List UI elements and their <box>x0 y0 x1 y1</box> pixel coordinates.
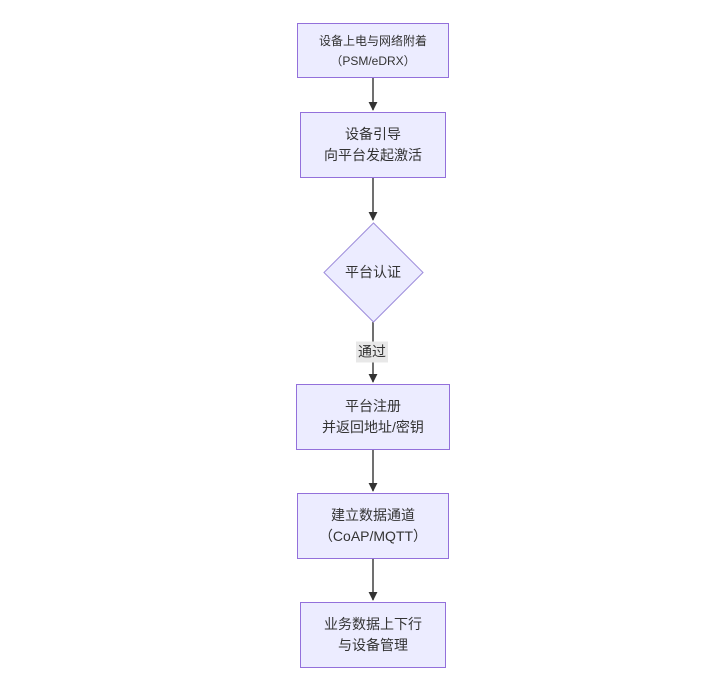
node-text-line: 设备引导 <box>345 126 401 142</box>
node-text-line: 向平台发起激活 <box>324 147 422 163</box>
node-text-line: （CoAP/MQTT） <box>318 528 428 544</box>
node-text-line: 并返回地址/密钥 <box>322 419 424 435</box>
node-text-line: 平台认证 <box>345 264 401 280</box>
flow-node-bootstrap: 设备引导 向平台发起激活 <box>300 112 446 178</box>
node-text-line: 与设备管理 <box>338 637 408 653</box>
edge-label-pass: 通过 <box>356 341 388 363</box>
node-text-line: 业务数据上下行 <box>324 616 422 632</box>
node-text-line: 平台注册 <box>345 398 401 414</box>
flow-node-business-data: 业务数据上下行 与设备管理 <box>300 602 446 668</box>
flow-node-platform-register: 平台注册 并返回地址/密钥 <box>296 384 450 450</box>
node-text-line: 建立数据通道 <box>331 507 415 523</box>
node-text-line: （PSM/eDRX） <box>330 53 416 68</box>
node-text-line: 设备上电与网络附着 <box>318 33 427 48</box>
flow-node-platform-auth: 平台认证 <box>322 221 424 323</box>
flow-node-data-channel: 建立数据通道 （CoAP/MQTT） <box>297 493 449 559</box>
flow-node-power-attach: 设备上电与网络附着 （PSM/eDRX） <box>297 23 449 78</box>
